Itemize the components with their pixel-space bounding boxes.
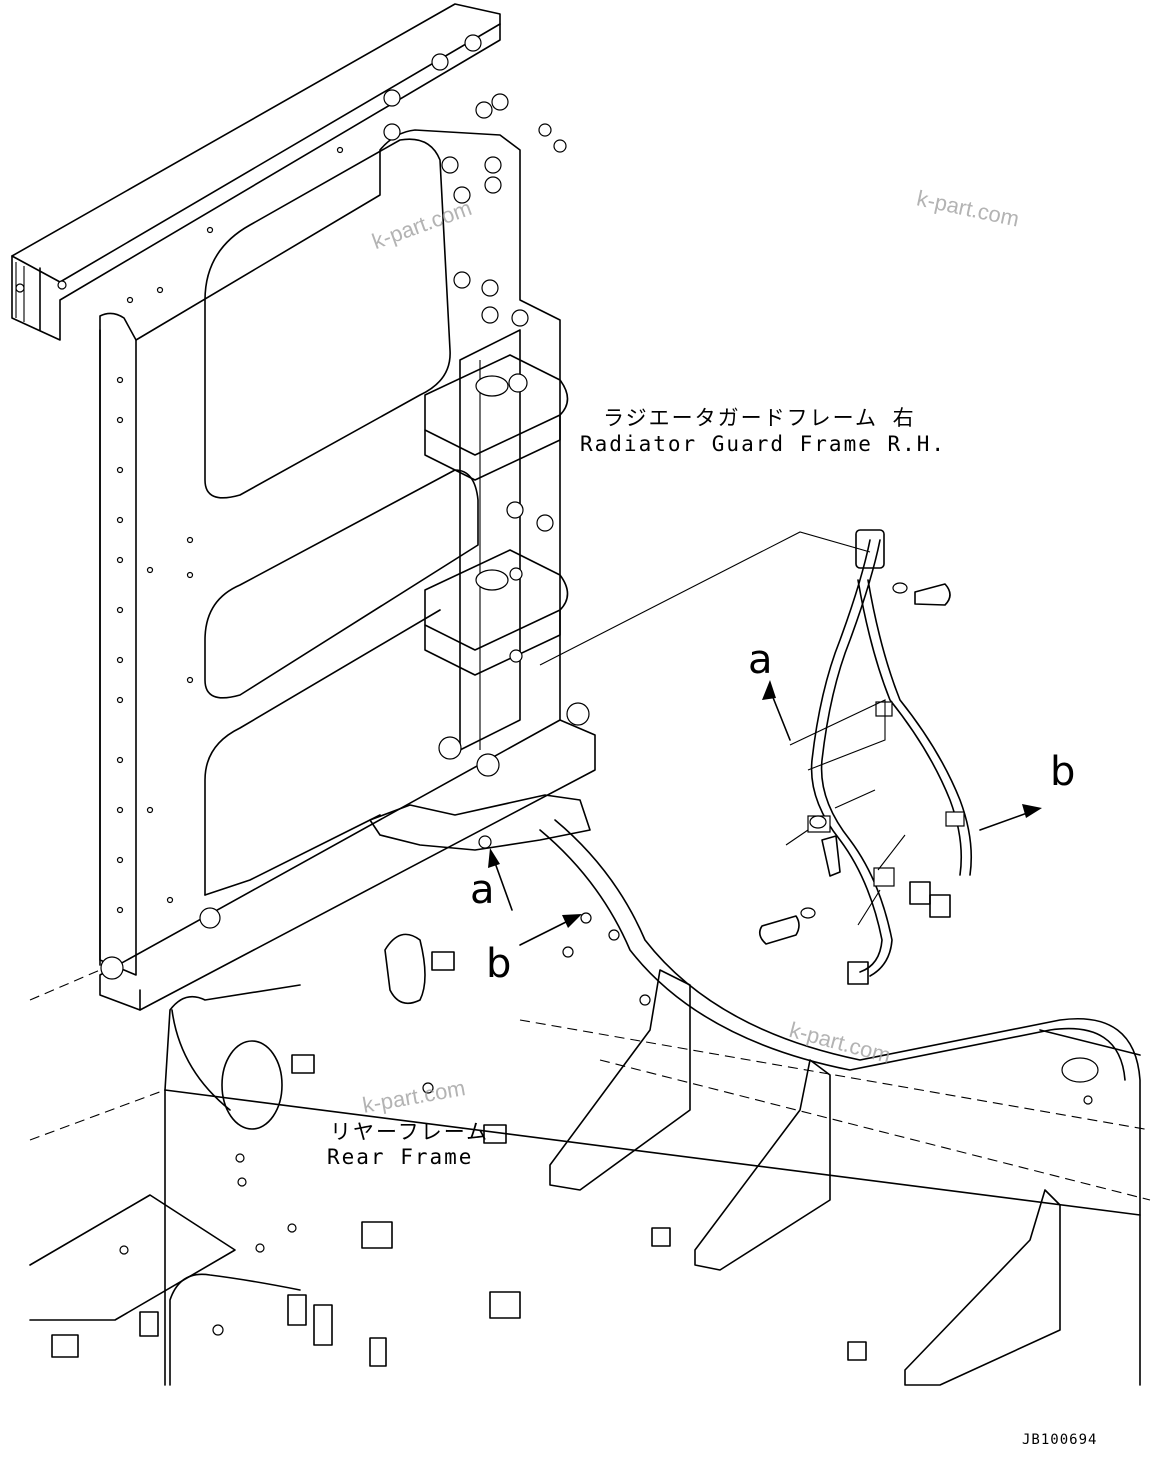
radiator-guard-frame-label-en: Radiator Guard Frame R.H.	[580, 432, 947, 456]
drawing-code: JB100694	[1022, 1432, 1098, 1448]
callout-arrows	[488, 680, 1042, 946]
callout-a-upper: a	[748, 637, 773, 683]
rear-frame	[29, 819, 1151, 1386]
radiator-guard-frame	[11, 3, 596, 1011]
frame-bolts	[15, 34, 590, 980]
radiator-guard-frame-label-jp: ラジエータガードフレーム 右	[603, 406, 916, 430]
callout-a-lower: a	[470, 867, 495, 913]
rear-frame-label-en: Rear Frame	[327, 1145, 474, 1169]
callout-b-right: b	[1050, 749, 1076, 795]
rear-frame-brackets	[51, 912, 867, 1367]
frame-holes	[116, 146, 344, 914]
callout-b-lower: b	[486, 941, 512, 987]
wiring-harness	[539, 529, 973, 985]
rear-frame-label-jp: リヤーフレーム	[330, 1120, 490, 1144]
